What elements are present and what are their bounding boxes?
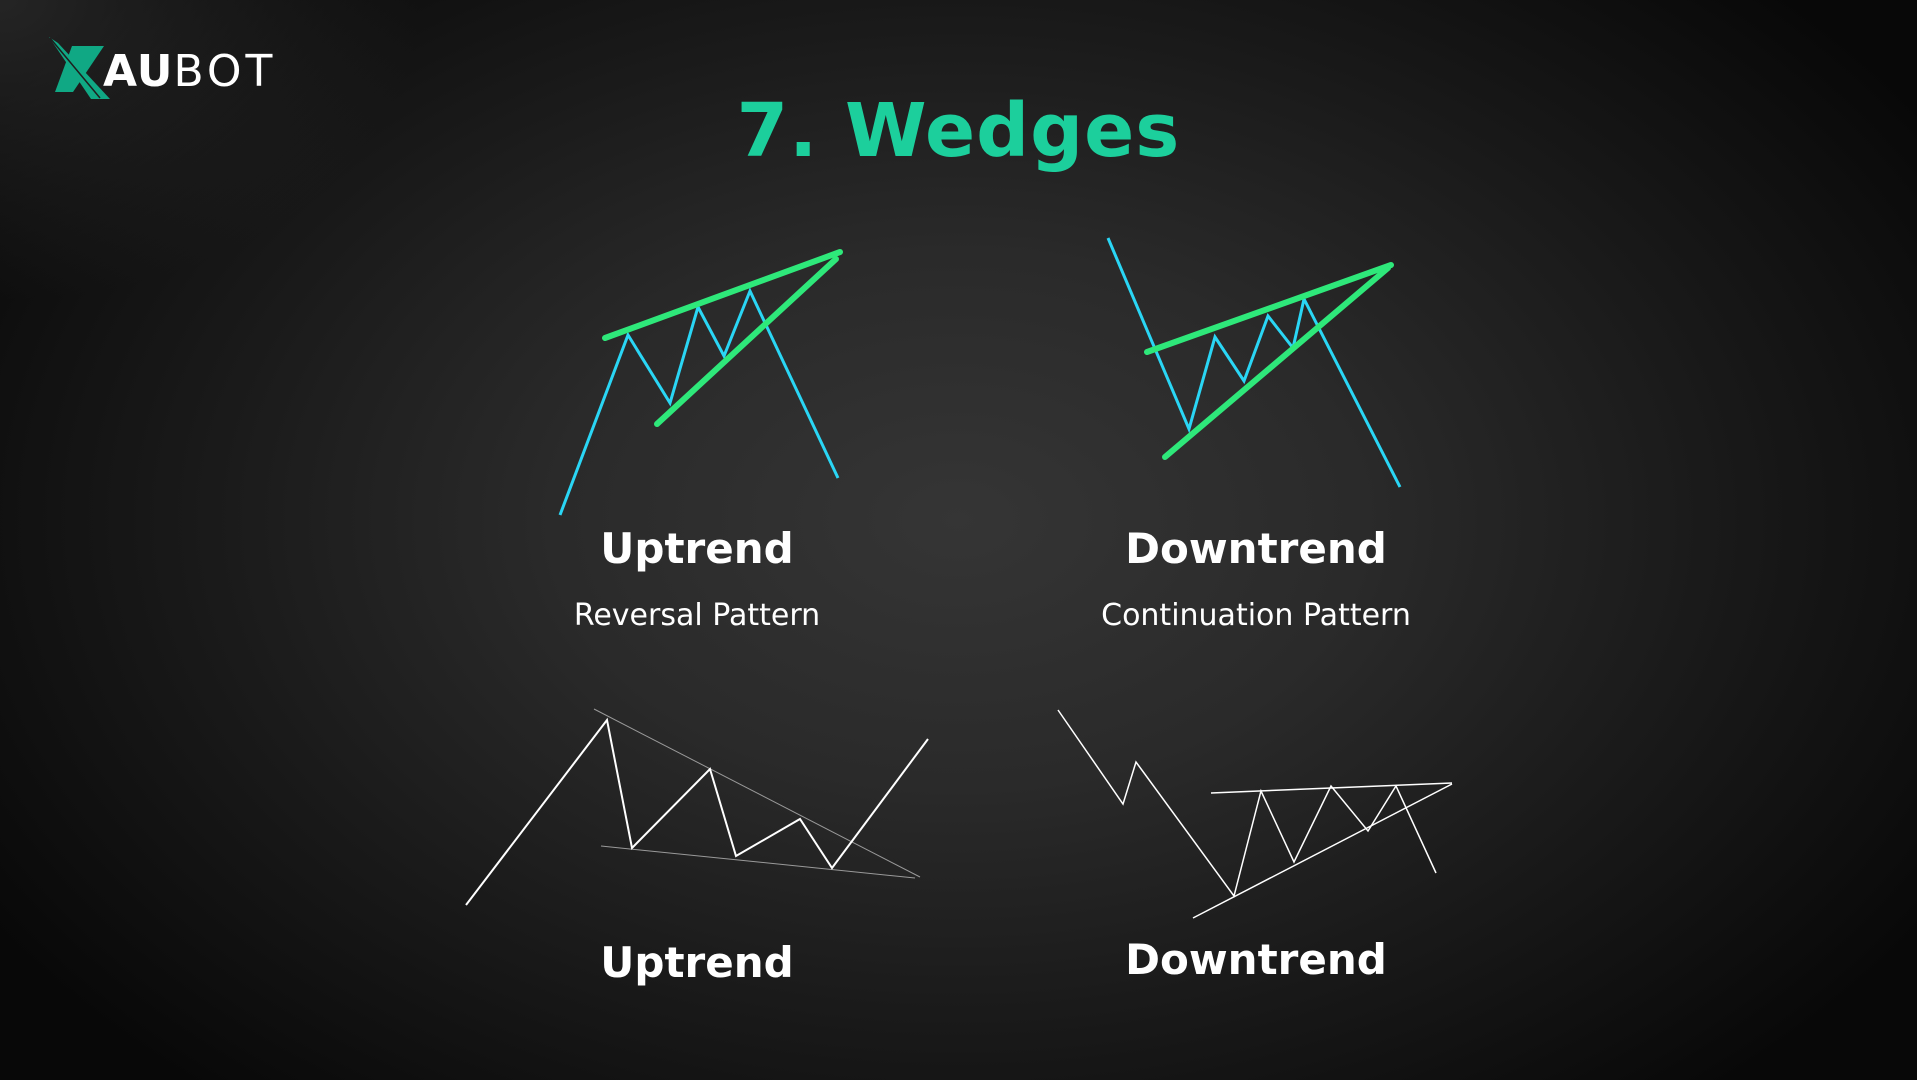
price-line [1057,709,1437,898]
lower-trendline [1192,783,1453,919]
price-line [558,287,840,516]
upper-trendline [602,249,843,341]
diagram-uptrend-reversal [558,249,843,516]
panel-subheading-top-left: Reversal Pattern [573,598,821,633]
panel-heading-top-left: Uptrend [600,524,794,573]
panel-heading-bottom-right: Downtrend [1125,935,1387,984]
brand-wordmark-light: BOT [173,46,277,97]
upper-trendline [1144,262,1394,355]
diagram-downtrend-ascending-wedge [1057,709,1453,919]
panel-subheading-top-right: Continuation Pattern [1101,598,1411,633]
upper-trendline [593,708,921,878]
lower-trendline [600,845,916,879]
x-logo-icon [49,37,110,99]
lower-trendline [654,256,839,427]
panel-heading-bottom-left: Uptrend [600,938,794,987]
price-line [1106,237,1402,488]
panel-heading-top-right: Downtrend [1125,524,1387,573]
price-line [465,717,929,906]
brand-wordmark: AUBOT [103,42,276,102]
diagram-downtrend-continuation [1106,237,1402,488]
diagram-uptrend-falling-wedge [465,708,929,906]
upper-trendline [1210,782,1453,794]
brand-logo: AUBOT [48,36,288,102]
brand-wordmark-bold: AU [103,46,174,97]
page-title: 7. Wedges [736,88,1181,174]
lower-trendline [1162,265,1391,460]
